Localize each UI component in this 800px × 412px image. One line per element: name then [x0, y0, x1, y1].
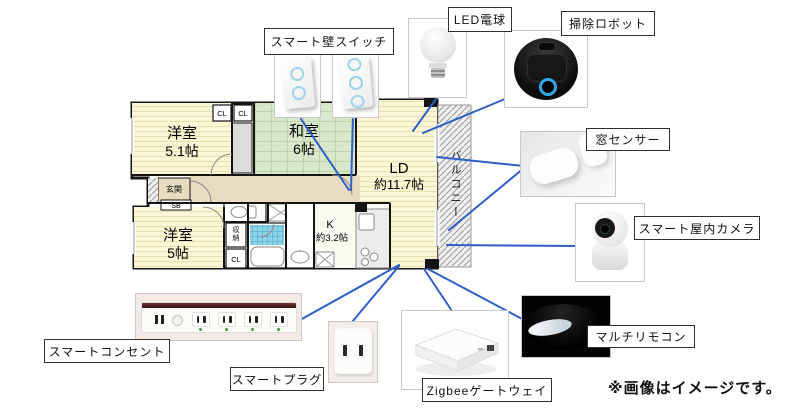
disclaimer-note: ※画像はイメージです。 [608, 380, 782, 397]
closet-cl3 [225, 248, 247, 269]
pillar-bottomright [425, 259, 439, 269]
outlet-socket [192, 312, 210, 327]
label-yoshitsu2-size: 5帖 [167, 245, 189, 261]
bulb-screw-base-icon [430, 68, 445, 78]
label-washitsu-size: 6帖 [293, 141, 315, 157]
robot-vacuum-image [504, 30, 588, 108]
switch-touch-circle [290, 84, 306, 101]
camera-lens-icon [595, 218, 615, 238]
stove-burner-2 [369, 252, 379, 262]
label-yoshitsu1: 洋室 [167, 125, 197, 142]
callout-zigbee: Zigbeeゲートウェイ [422, 378, 552, 402]
status-led [225, 328, 228, 331]
power-strip-image [135, 293, 302, 341]
label-yoshitsu1-size: 5.1帖 [165, 143, 198, 159]
strip-photo [136, 294, 301, 340]
zigbee-ethernet-port [487, 345, 494, 351]
label-washitsu: 和室 [289, 123, 319, 140]
bulb-globe-icon [419, 27, 456, 63]
label-sb: SB [171, 203, 181, 210]
callout-led-bulb: LED電球 [448, 7, 512, 32]
floorplan-svg: 洋室 5.1帖 和室 6帖 LD 約11.7帖 洋室 5帖 K 約3.2帖 玄関… [130, 96, 472, 270]
strip-button [172, 315, 183, 326]
door-arcs [189, 153, 353, 238]
floorplan: 洋室 5.1帖 和室 6帖 LD 約11.7帖 洋室 5帖 K 約3.2帖 玄関… [128, 92, 476, 278]
basin-icon [290, 250, 310, 264]
outlet-socket [218, 312, 236, 327]
bathtub-icon [250, 246, 285, 267]
toilet-icon [230, 206, 248, 218]
corridor [190, 175, 360, 203]
plug-face-icon [334, 328, 372, 374]
label-ld-size: 約11.7帖 [374, 177, 424, 192]
bulb-neck-icon [428, 63, 447, 68]
plug-photo [329, 322, 377, 382]
switch-touch-circle [346, 57, 362, 72]
label-kitchen: K [326, 219, 334, 231]
label-genkan: 玄関 [166, 184, 182, 194]
switch-panel-icon [280, 56, 315, 110]
outlet-socket [270, 312, 288, 327]
robot-vacuum-icon [514, 38, 578, 100]
toilet-tank-icon [247, 205, 257, 219]
label-balcony: バルコニー [449, 150, 461, 220]
wall-switch-image-2 [332, 50, 379, 118]
callout-camera: スマート屋内カメラ [634, 216, 760, 240]
zigbee-photo [402, 311, 508, 389]
sensor-main-unit-icon [526, 144, 582, 188]
callout-multi-remote: マルチリモコン [587, 325, 695, 348]
wall-switch-image-1 [274, 50, 321, 118]
outlet-socket [244, 312, 262, 327]
stove-burner-3 [361, 258, 369, 266]
strip-top-band [142, 303, 296, 308]
plug-slot [343, 345, 347, 356]
plug-slot [359, 345, 363, 356]
stove-burner-1 [360, 247, 370, 257]
status-led [199, 328, 202, 331]
pillar-kitchen [355, 203, 367, 212]
label-yoshitsu2: 洋室 [163, 227, 193, 244]
switch-touch-circle [349, 94, 365, 109]
label-shuno: 収納 [232, 226, 240, 242]
status-led [277, 328, 280, 331]
shoe-box [160, 199, 192, 211]
robot-bumper [538, 42, 556, 51]
status-led [251, 328, 254, 331]
label-kitchen-size: 約3.2帖 [316, 232, 349, 244]
switch-touch-circle [347, 75, 364, 91]
robot-camera-eye [539, 78, 557, 96]
callout-robot: 掃除ロボット [561, 11, 655, 36]
usb-port [155, 315, 158, 324]
usb-port [161, 315, 164, 324]
label-ld: LD [389, 160, 408, 177]
closet-column [231, 122, 253, 174]
indoor-camera-image [575, 203, 645, 282]
callout-smart-plug: スマートプラグ [230, 367, 324, 391]
label-cl1: CL [217, 109, 227, 118]
label-cl3: CL [231, 255, 241, 264]
zigbee-gateway-image [401, 310, 509, 390]
zigbee-box-icon [414, 328, 500, 376]
switch-touch-circle [289, 65, 305, 82]
callout-smart-outlet: スマートコンセント [44, 339, 170, 363]
smart-plug-image [328, 321, 378, 383]
callout-window-sensor: 窓センサー [586, 128, 670, 151]
camera-pupil [600, 224, 610, 234]
switch-panel-icon [338, 56, 373, 110]
kitchen-sink-icon [358, 213, 375, 231]
entry-step [148, 178, 158, 203]
room-yoshitsu-5 [134, 207, 224, 268]
callout-wall-switch: スマート壁スイッチ [264, 28, 394, 55]
interior-walls [132, 100, 391, 268]
label-cl2: CL [238, 109, 248, 118]
closet-cl2 [233, 104, 253, 122]
robot-top-plate [527, 54, 567, 82]
camera-head-icon [592, 211, 628, 247]
power-strip-icon [141, 302, 297, 333]
